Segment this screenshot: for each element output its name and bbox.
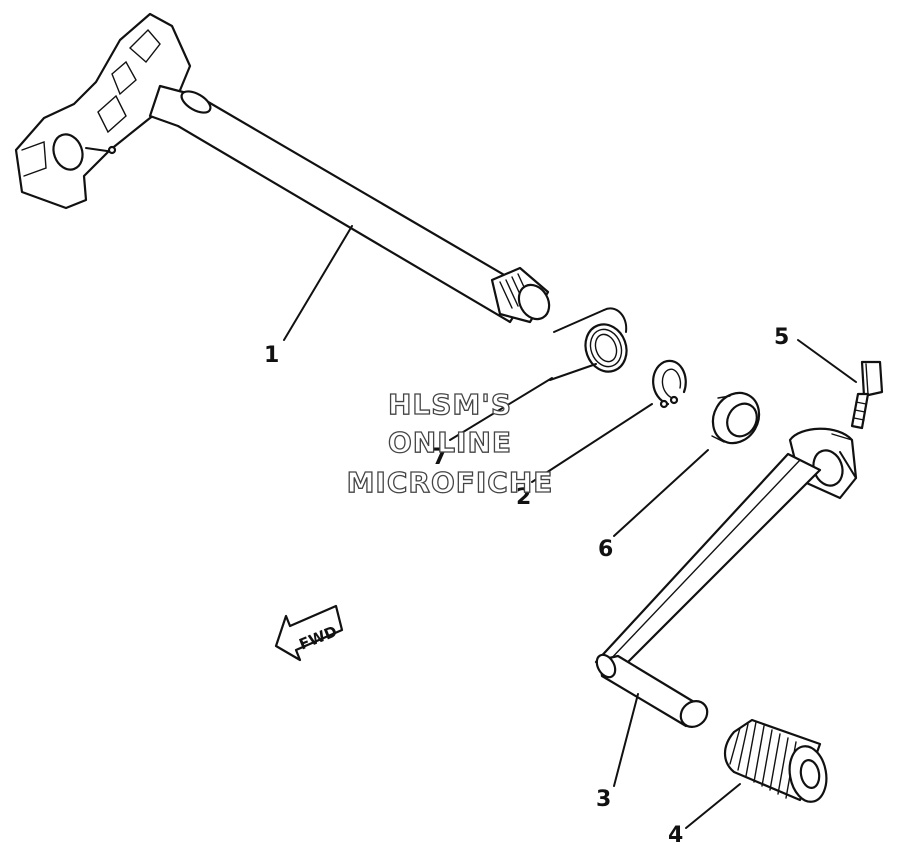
callout-1: 1 [264,343,279,368]
oil-seal [711,391,761,445]
forward-direction-arrow: FWD [274,604,344,662]
callout-4: 4 [668,823,683,848]
watermark-line-2: ONLINE [388,426,512,459]
circlip [652,359,687,409]
callout-5: 5 [774,325,789,350]
callout-3: 3 [596,787,611,812]
shift-shaft [14,12,551,324]
leader-line-5 [797,339,857,383]
leader-line-6 [613,449,709,537]
leader-line-1 [283,225,353,341]
torsion-spring [549,307,628,381]
watermark-line-1: HLSM'S [388,388,512,421]
leader-line-7 [449,377,553,441]
leader-line-2 [531,403,653,483]
watermark-line-3: MICROFICHE [347,466,554,499]
leader-lines [283,225,857,829]
pedal-rubber [723,718,828,803]
callouts: 1 7 2 6 5 3 4 [264,325,789,848]
callout-6: 6 [598,537,613,562]
bolt [850,360,884,430]
leader-line-4 [685,783,741,829]
callout-2: 2 [516,485,531,510]
leader-line-3 [613,693,639,787]
callout-7: 7 [432,445,447,470]
shift-pedal [594,427,858,728]
watermark: HLSM'S ONLINE MICROFICHE [346,387,554,499]
